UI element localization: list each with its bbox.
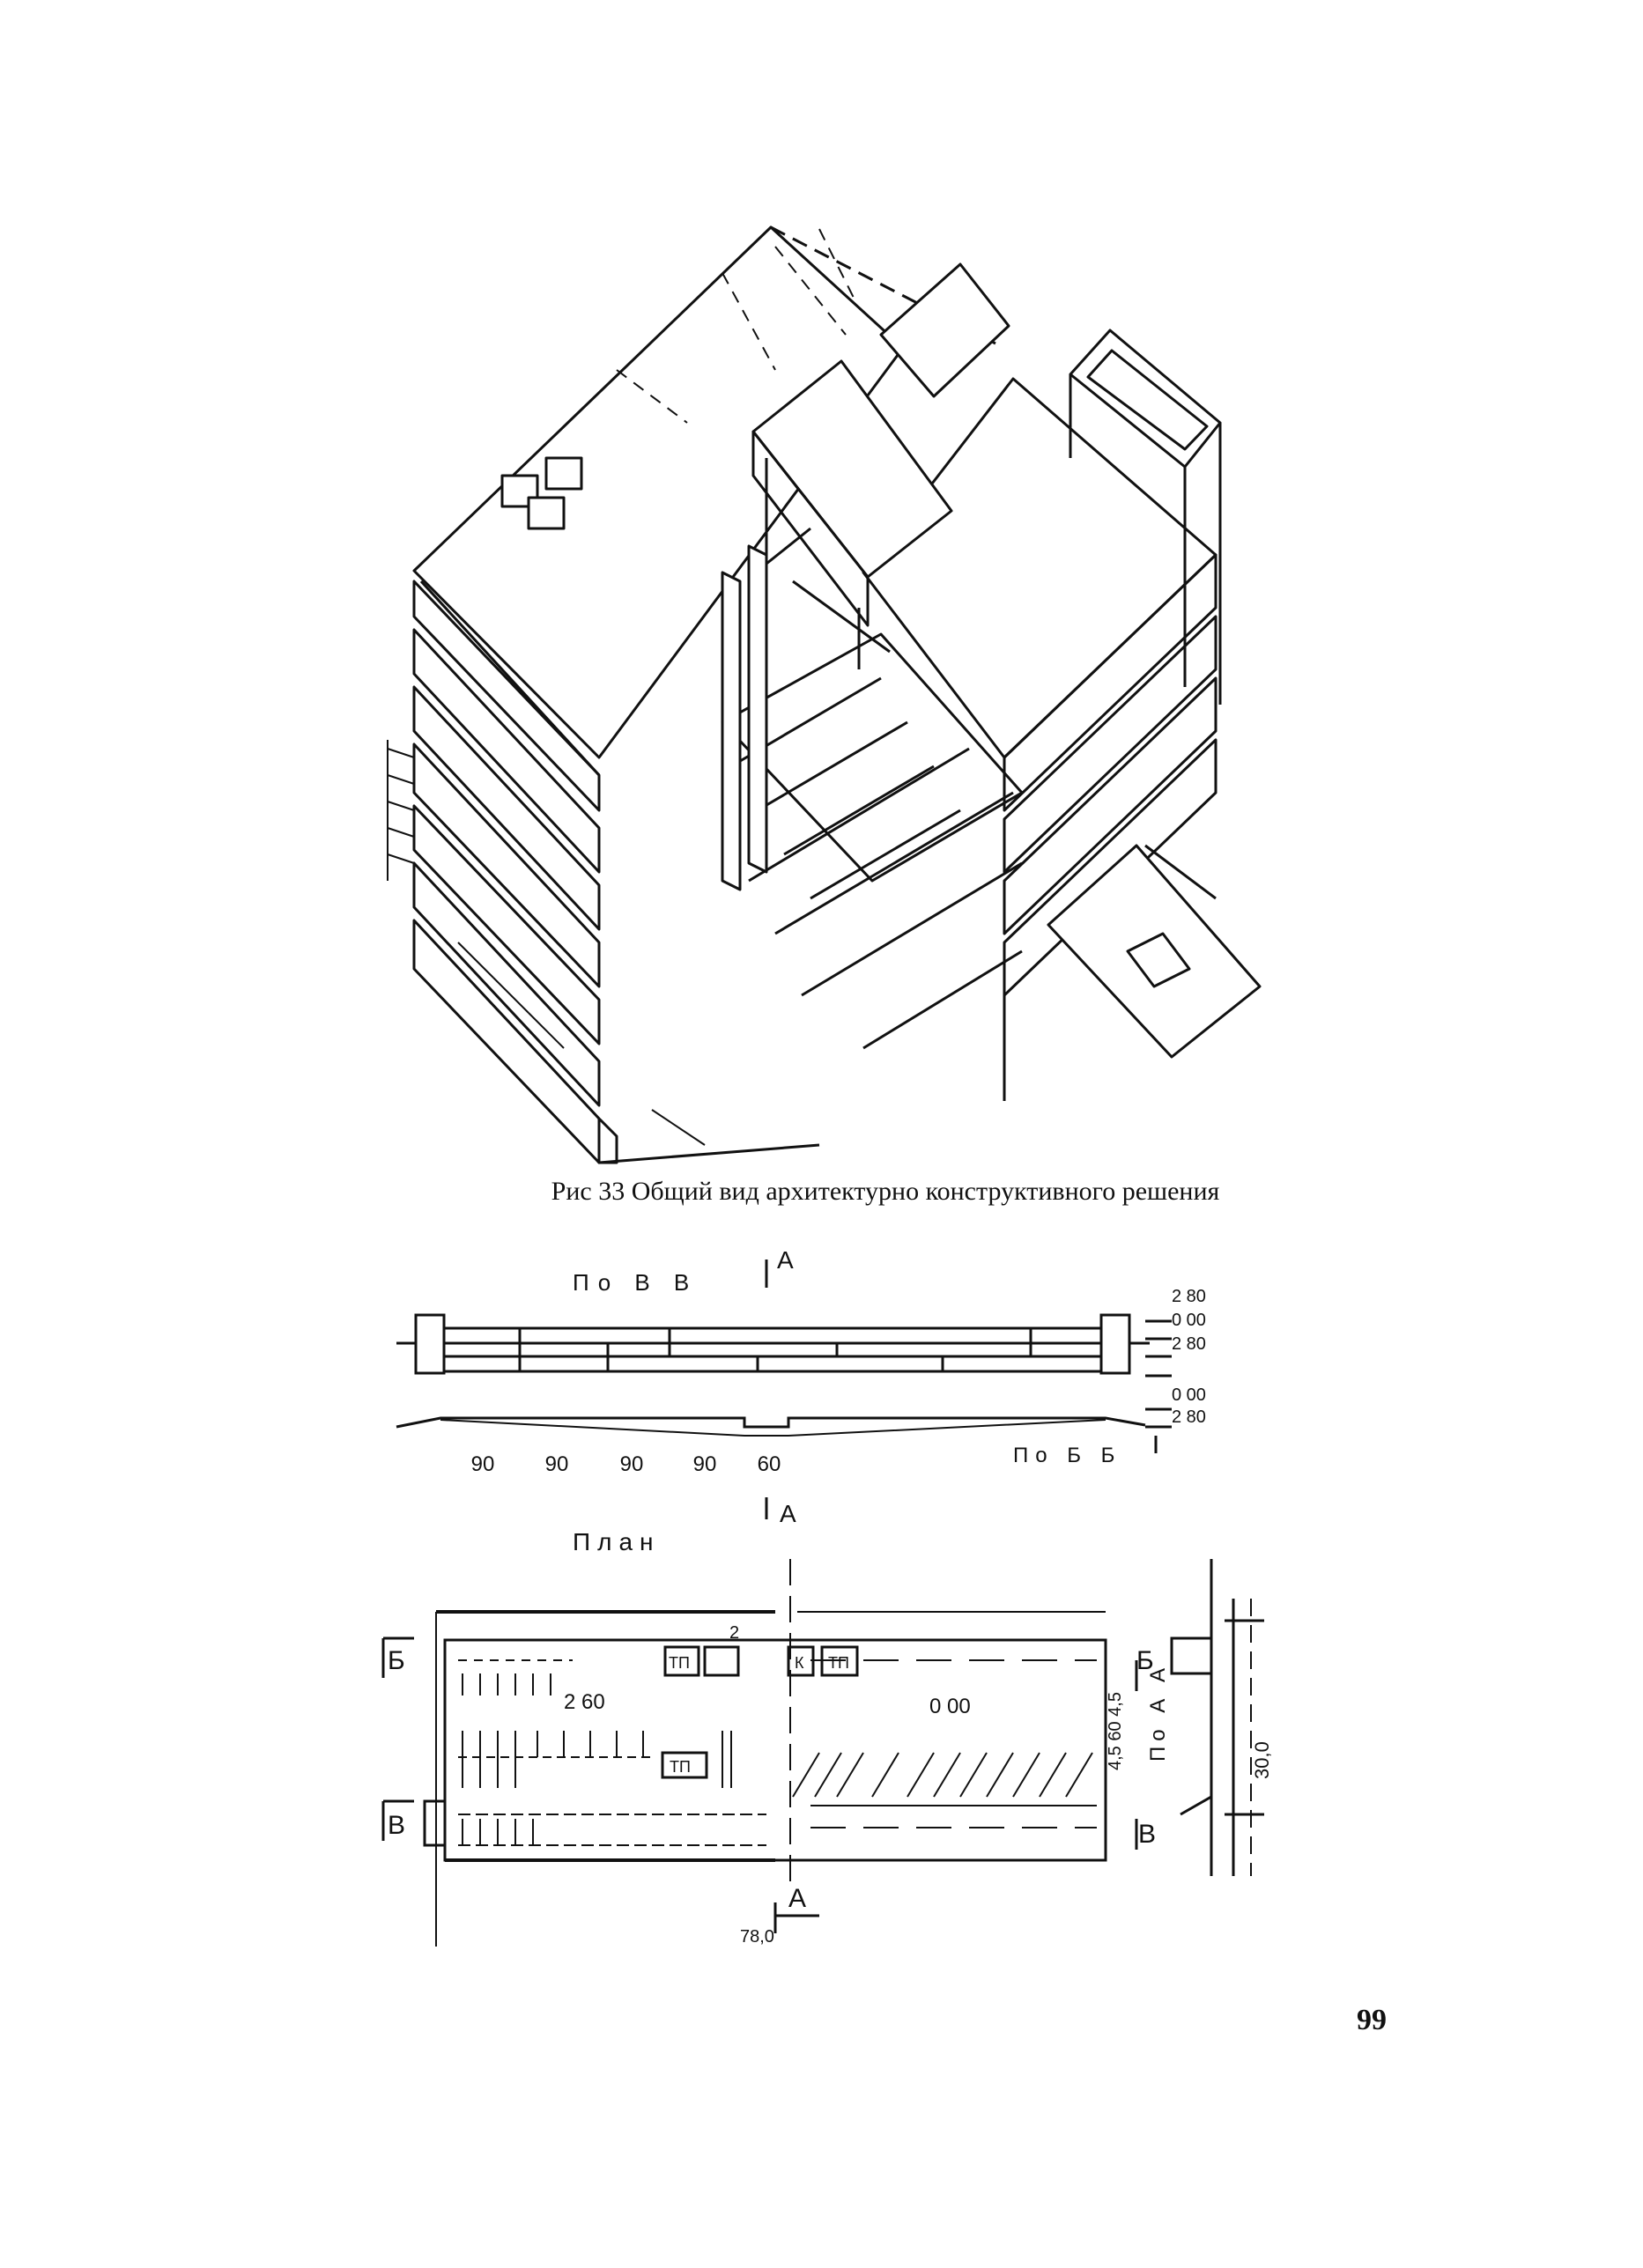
isometric-building-drawing [387,225,1262,1164]
cut-a-top-label: А [777,1246,794,1274]
dashed-guides [616,228,855,424]
section-labels: По В В А 2 80 0 00 2 80 0 00 2 80 90 90 … [471,1246,1206,1527]
service-tower [1069,329,1222,705]
level-bottom-2: 2 80 [1172,1407,1206,1427]
plan-k-label: К [795,1654,804,1672]
level-top-2: 0 00 [1172,1311,1206,1330]
figure-caption: Рис 33 Общий вид архитектурно конструкти… [551,1177,1220,1206]
plan-mark-v-right: В [1138,1820,1156,1849]
span-1: 90 [471,1452,495,1476]
plan-dim-length: 78,0 [740,1927,774,1947]
entrance-ramp [1047,844,1262,1059]
plan-mark-v-left: В [388,1811,405,1840]
page-number: 99 [1357,2004,1387,2036]
plan-title: План [573,1528,661,1555]
section-bb-label: По Б Б [1013,1444,1121,1467]
right-deck [862,377,1217,1101]
rooftop-units [500,456,583,530]
sections-drawing [396,1260,1172,1519]
span-4: 90 [693,1452,717,1476]
span-5: 60 [758,1452,781,1476]
plan-tp-2: ТП [828,1654,849,1672]
rooftop-structure [751,262,1010,669]
cut-a-bottom-label: А [780,1500,796,1527]
plan-labels: План Б Б В В А 2 60 0 00 ТП ТП ТП К 2 4,… [388,1528,1273,1947]
plan-dim-width: 4,5 60 4,5 [1106,1692,1125,1770]
plan-mark-b-right: Б [1136,1646,1154,1675]
plan-level-right: 0 00 [929,1695,971,1718]
plan-tp-3: ТП [670,1758,691,1776]
span-3: 90 [620,1452,644,1476]
level-top-1: 2 80 [1172,1287,1206,1306]
plan-dim-aa: 30,0 [1251,1741,1273,1779]
plan-level-left: 2 60 [564,1690,605,1714]
level-bottom-1: 0 00 [1172,1385,1206,1405]
floor-slabs-left [412,580,820,1164]
span-2: 90 [545,1452,569,1476]
plan-section-aa-label: По А А [1146,1663,1170,1762]
level-top-3: 2 80 [1172,1334,1206,1354]
central-ramp [721,527,1024,1050]
ground-hatching [387,740,706,1146]
section-vv-label: По В В [573,1269,698,1296]
plan-drawing [381,1559,1264,1947]
plan-mark-b-left: Б [388,1646,405,1675]
plan-tp-1: ТП [669,1654,690,1672]
plan-num-2: 2 [729,1623,739,1643]
plan-mark-a-bottom: А [788,1884,806,1913]
